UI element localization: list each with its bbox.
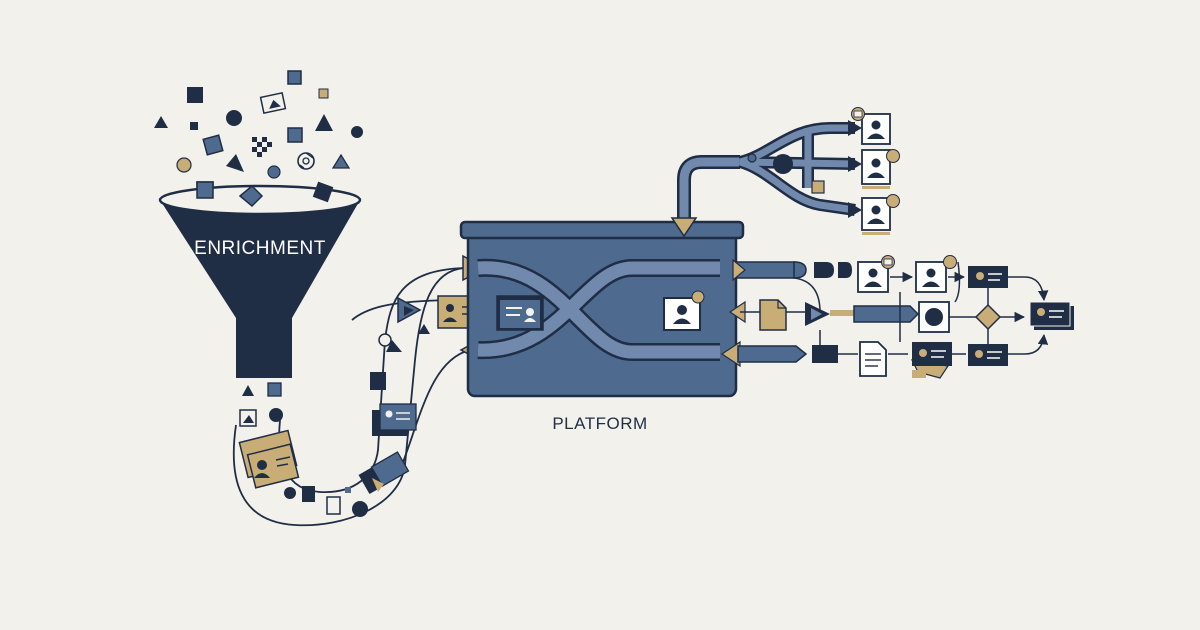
- enrichment-funnel: [158, 181, 362, 378]
- conveyor-items: [238, 295, 483, 517]
- output-network: [720, 255, 1074, 379]
- top-branch: [738, 107, 900, 235]
- profile-card-icon: [857, 255, 895, 293]
- image-icon: [259, 91, 287, 115]
- profile-card-icon: [861, 194, 900, 235]
- profile-card-icon: [915, 255, 957, 293]
- enrichment-label: ENRICHMENT: [194, 238, 326, 259]
- profile-card-icon: [861, 149, 900, 189]
- pixel-cluster-icon: [252, 137, 272, 157]
- chrome-icon: [297, 152, 315, 170]
- platform-label: PLATFORM: [552, 414, 648, 433]
- profile-card-icon: [851, 107, 891, 145]
- top-inlet-pipe: [670, 155, 740, 238]
- below-funnel-shapes: [239, 382, 283, 427]
- platform-box: [459, 220, 745, 398]
